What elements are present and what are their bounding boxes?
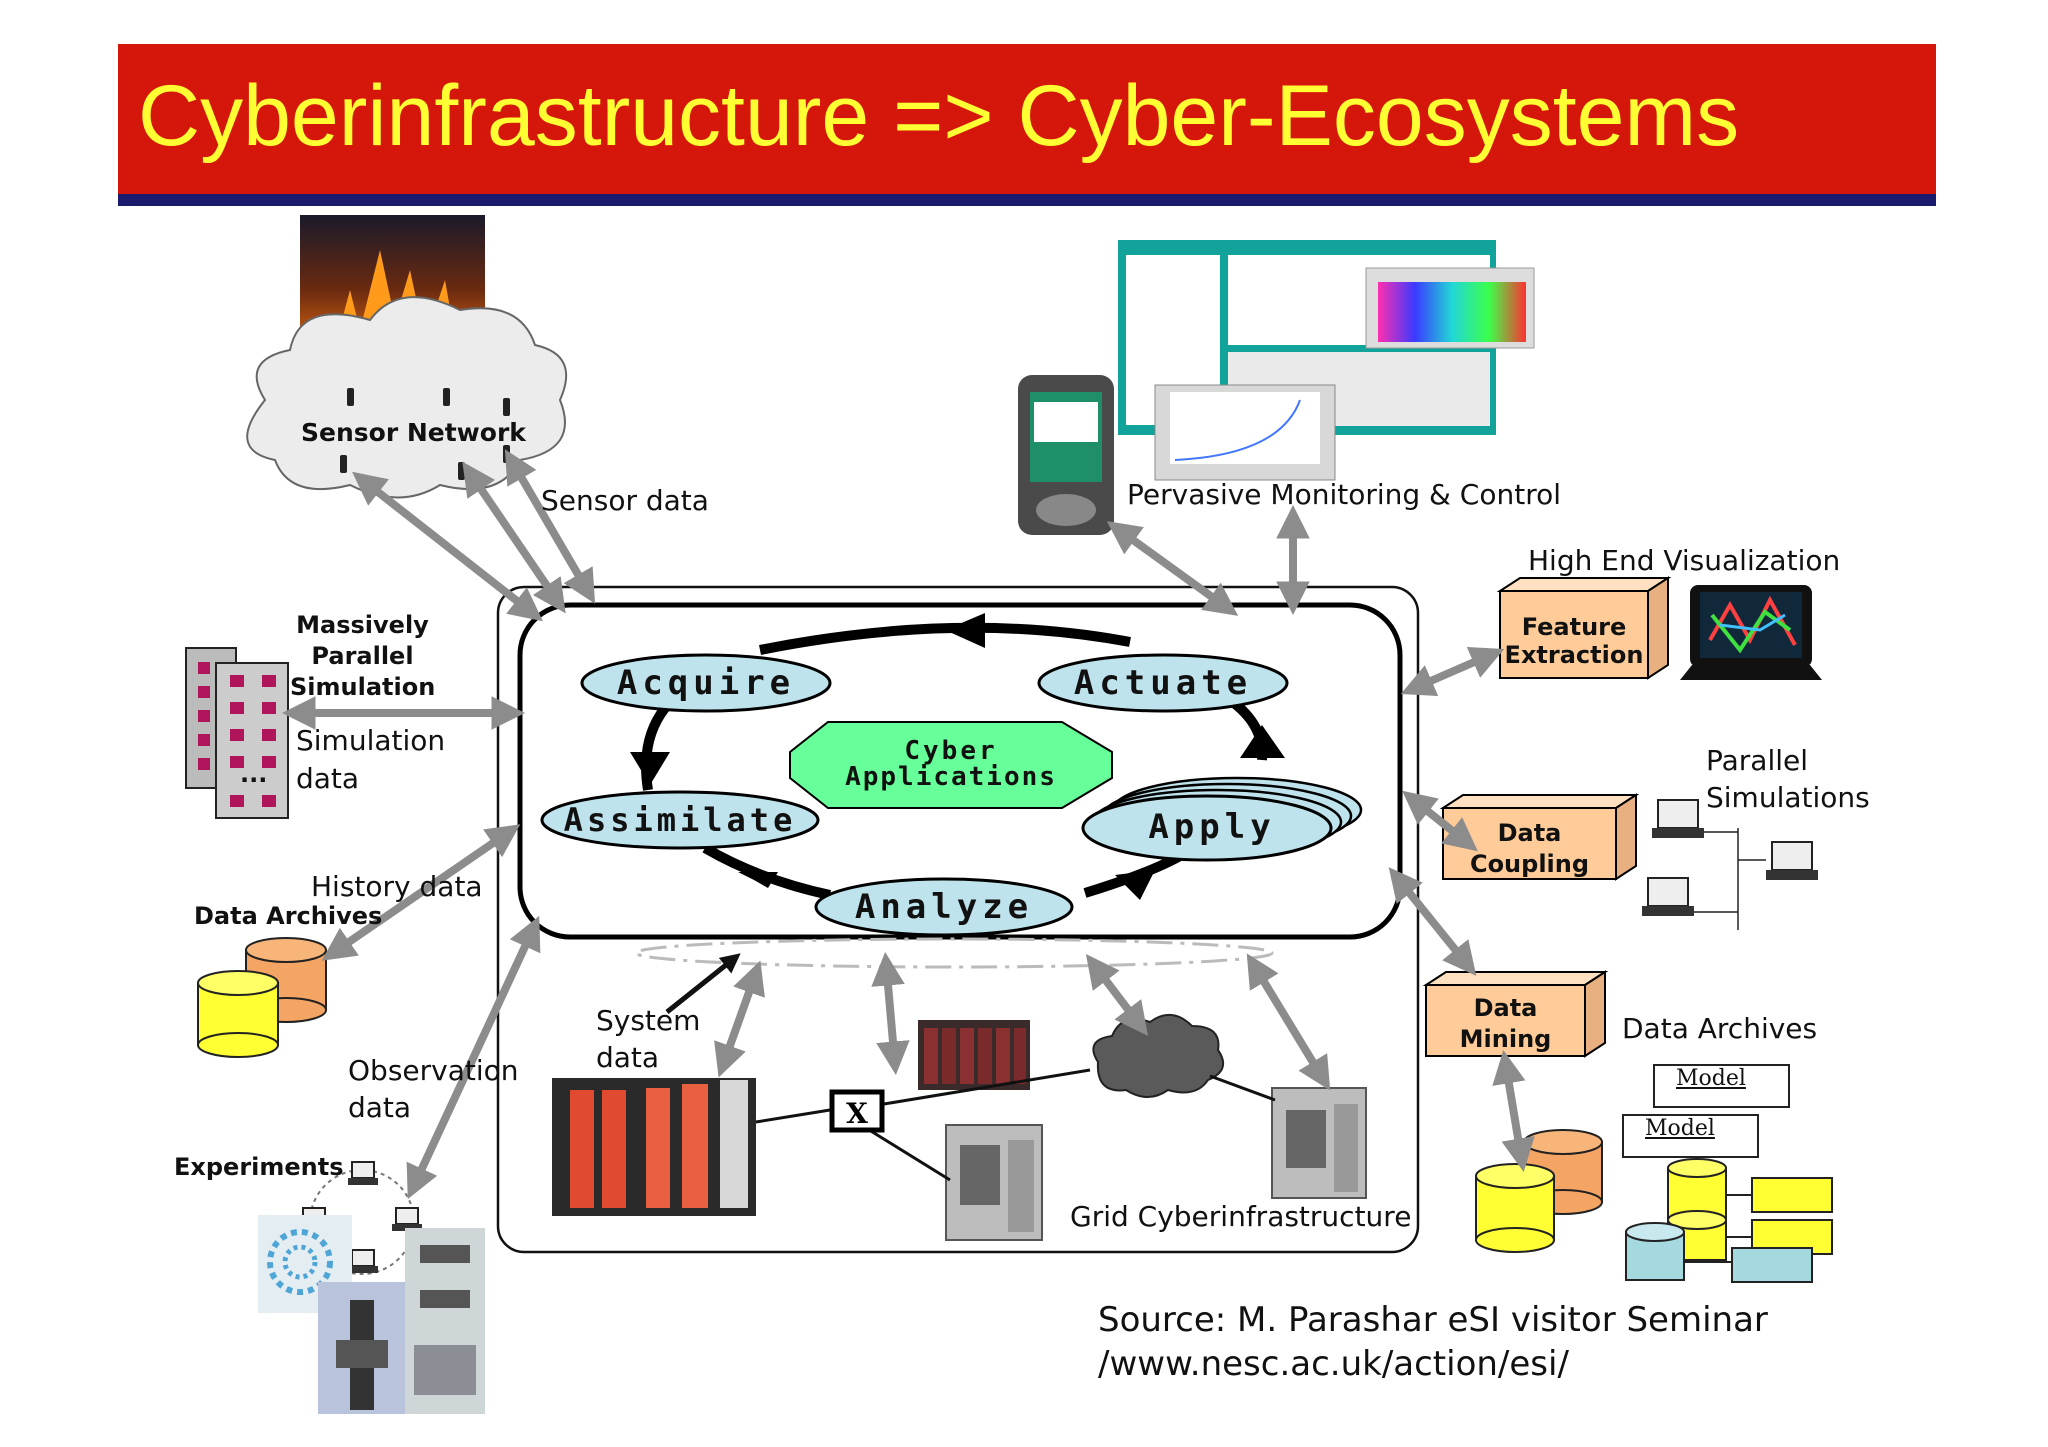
grid-links xyxy=(755,1068,1276,1182)
simulation-data-line2: data xyxy=(296,762,360,795)
title-bar: Cyberinfrastructure => Cyber-Ecosystems xyxy=(118,44,1936,206)
supercomputer-room-photo xyxy=(552,1078,756,1216)
model-documents xyxy=(1622,1064,1790,1158)
data-flow-arrows xyxy=(281,449,1535,1200)
buildings-ellipsis: ... xyxy=(240,760,268,788)
sensor-network-cloud xyxy=(246,296,568,499)
data-archives-left-label: Data Archives xyxy=(194,902,383,930)
switch-label: X xyxy=(846,1097,868,1130)
server-cabinet-right xyxy=(1271,1087,1367,1199)
apply-label: Apply xyxy=(1148,807,1275,847)
analyze-node xyxy=(814,877,1074,937)
feature-extraction-label: Feature Extraction xyxy=(1500,613,1648,669)
data-mining-line2: Mining xyxy=(1459,1025,1552,1053)
high-end-visualization-label: High End Visualization xyxy=(1528,544,1841,577)
cycle-arrowheads xyxy=(630,613,1285,900)
system-data-label: System data xyxy=(596,1002,700,1076)
sensor-data-label: Sensor data xyxy=(541,484,709,517)
acquire-label: Acquire xyxy=(617,663,795,703)
actuate-node xyxy=(1037,653,1289,713)
parallel-simulations-line1: Parallel xyxy=(1706,744,1809,777)
feature-extraction-line2: Extraction xyxy=(1504,641,1644,669)
data-coupling-label: Data Coupling xyxy=(1443,818,1616,880)
observation-data-line2: data xyxy=(348,1091,412,1124)
actuate-label: Actuate xyxy=(1074,663,1252,703)
system-data-line1: System xyxy=(596,1004,701,1037)
switch-icon: X xyxy=(829,1089,885,1133)
server-cabinet-left xyxy=(945,1124,1043,1241)
cyber-label: Cyber xyxy=(904,736,997,766)
experiment-photos xyxy=(258,1215,485,1414)
massively-parallel-line1: Massively xyxy=(296,611,429,639)
experiments-label: Experiments xyxy=(174,1153,344,1181)
feature-extraction-line1: Feature xyxy=(1521,613,1627,641)
simulation-data-line1: Simulation xyxy=(296,724,446,757)
system-data-line2: data xyxy=(596,1041,660,1074)
data-coupling-line2: Coupling xyxy=(1469,850,1590,878)
grid-cyberinfrastructure-label: Grid Cyberinfrastructure xyxy=(1070,1200,1412,1233)
source-line-2: /www.nesc.ac.uk/action/esi/ xyxy=(1098,1344,1569,1384)
data-coupling-line1: Data xyxy=(1497,819,1562,847)
assimilate-node xyxy=(540,790,820,850)
feature-extraction-box xyxy=(1496,576,1672,680)
massively-parallel-label: Massively Parallel Simulation xyxy=(290,610,435,703)
data-archives-right-label: Data Archives xyxy=(1622,1012,1818,1045)
visualization-monitor xyxy=(1680,585,1822,680)
parallel-simulation-computers xyxy=(1642,799,1818,930)
data-mining-line1: Data xyxy=(1473,994,1538,1022)
observation-data-label: Observation data xyxy=(348,1052,519,1126)
dashed-ellipse xyxy=(634,937,1274,969)
parallel-simulations-label: Parallel Simulations xyxy=(1706,742,1870,816)
source-line-1: Source: M. Parashar eSI visitor Seminar xyxy=(1098,1300,1768,1340)
acquire-node xyxy=(580,653,832,713)
system-data-arrow xyxy=(665,953,741,1014)
observation-data-line1: Observation xyxy=(348,1054,519,1087)
compute-rack-photo xyxy=(918,1020,1030,1090)
assimilate-label: Assimilate xyxy=(564,801,797,839)
data-archives-left-icon xyxy=(197,937,327,1058)
apply-node xyxy=(1081,776,1363,862)
parallel-simulations-line2: Simulations xyxy=(1706,781,1870,814)
monitoring-screens xyxy=(1018,240,1535,535)
supercomputer-buildings-icon xyxy=(185,647,289,819)
model-label-1: Model xyxy=(1676,1066,1746,1091)
applications-label: Applications xyxy=(845,762,1057,792)
data-archives-right-icon xyxy=(1475,1129,1603,1253)
massively-parallel-line3: Simulation xyxy=(290,673,436,701)
pervasive-monitoring-label: Pervasive Monitoring & Control xyxy=(1127,478,1561,511)
data-mining-label: Data Mining xyxy=(1426,993,1585,1055)
history-data-label: History data xyxy=(311,870,483,903)
model-structures xyxy=(1625,1158,1833,1283)
sensor-network-label: Sensor Network xyxy=(301,418,526,447)
network-cloud-icon xyxy=(1092,1014,1225,1098)
massively-parallel-line2: Parallel xyxy=(311,642,414,670)
analyze-label: Analyze xyxy=(855,887,1033,927)
cyber-applications-octagon xyxy=(789,721,1113,809)
simulation-data-label: Simulation data xyxy=(296,722,445,798)
slide-title: Cyberinfrastructure => Cyber-Ecosystems xyxy=(138,68,1740,164)
model-label-2: Model xyxy=(1645,1116,1715,1141)
